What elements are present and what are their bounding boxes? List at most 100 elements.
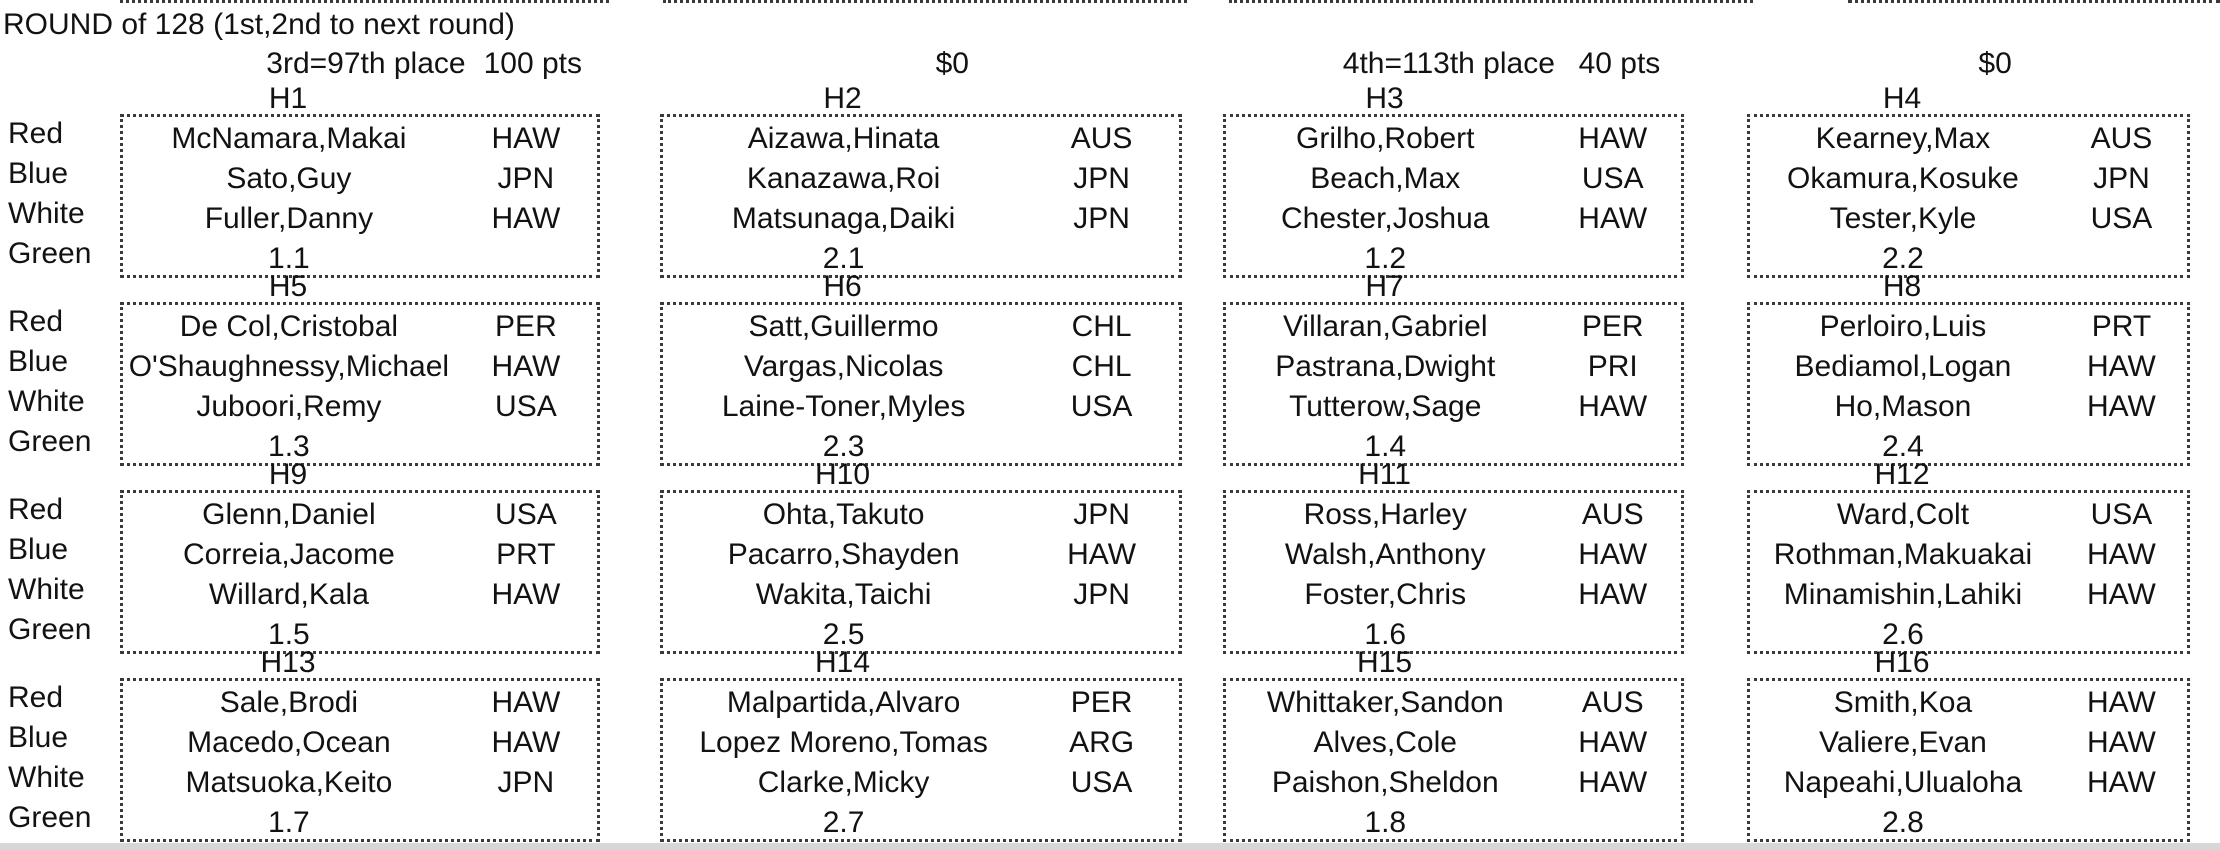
competitor-name: Lopez Moreno,Tomas bbox=[699, 726, 988, 759]
competitor-country: HAW bbox=[1578, 390, 1648, 423]
competitor-name: De Col,Cristobal bbox=[179, 310, 399, 343]
heat-number-row: 1.8 bbox=[1226, 803, 1681, 843]
heat-number: 2.2 bbox=[1882, 242, 1924, 275]
heat-number: 2.1 bbox=[822, 242, 865, 275]
heat-label: H15 bbox=[1356, 646, 1413, 679]
competitor-country: HAW bbox=[1578, 726, 1648, 759]
heat-number: 1.3 bbox=[268, 430, 310, 463]
competitor-name: Kearney,Max bbox=[1815, 122, 1991, 155]
competitor-country: AUS bbox=[1070, 122, 1133, 155]
competitor-name: Okamura,Kosuke bbox=[1787, 162, 2019, 195]
competitor-country: PRT bbox=[496, 538, 556, 571]
heat-box: De Col,Cristobal PER O'Shaughnessy,Michael… bbox=[120, 302, 600, 466]
competitor-country: HAW bbox=[2086, 350, 2156, 383]
competitor-country: HAW bbox=[2086, 726, 2156, 759]
competitor-country: HAW bbox=[2086, 766, 2156, 799]
competitor-country: PER bbox=[1581, 310, 1644, 343]
competitor-name: Valiere,Evan bbox=[1819, 726, 1987, 759]
competitor-row: Bediamol,Logan HAW bbox=[1750, 347, 2187, 387]
competitor-country: HAW bbox=[491, 726, 561, 759]
competitor-country: HAW bbox=[2086, 538, 2156, 571]
competitor-country: PER bbox=[1070, 686, 1133, 719]
jersey-label: Green bbox=[8, 613, 92, 646]
competitor-country: JPN bbox=[1073, 162, 1130, 195]
prize-points-label: 100 pts bbox=[483, 47, 582, 80]
heat-number: 1.8 bbox=[1364, 806, 1407, 839]
competitor-name: Tester,Kyle bbox=[1829, 202, 1977, 235]
prize-column: $0 bbox=[1747, 46, 2190, 82]
competitor-name: Macedo,Ocean bbox=[187, 726, 391, 759]
jersey-label: Blue bbox=[8, 345, 69, 378]
competitor-name: Foster,Chris bbox=[1304, 578, 1467, 611]
competitor-name: Smith,Koa bbox=[1833, 686, 1973, 719]
heat-label: H12 bbox=[1874, 458, 1930, 491]
heat-number-row: 2.3 bbox=[663, 427, 1179, 467]
heat-number-row: 1.7 bbox=[123, 803, 597, 843]
competitor-name: Ho,Mason bbox=[1834, 390, 1972, 423]
heat-label: H9 bbox=[268, 458, 308, 491]
competitor-country: HAW bbox=[491, 578, 561, 611]
jersey-label: White bbox=[8, 761, 85, 794]
competitor-name: Satt,Guillermo bbox=[748, 310, 939, 343]
jersey-label: Red bbox=[8, 117, 64, 150]
heat-number-row: 2.5 bbox=[663, 615, 1179, 655]
heat-number: 2.3 bbox=[822, 430, 865, 463]
competitor-name: Clarke,Micky bbox=[757, 766, 930, 799]
competitor-country: USA bbox=[495, 498, 557, 531]
heat-label: H7 bbox=[1365, 270, 1404, 303]
bottom-edge-strip bbox=[0, 843, 2220, 850]
competitor-name: O'Shaughnessy,Michael bbox=[128, 350, 450, 383]
heat-number-row: 2.7 bbox=[663, 803, 1179, 843]
heat-label: H13 bbox=[260, 646, 316, 679]
competitor-country: HAW bbox=[1578, 202, 1648, 235]
competitor-name: Vargas,Nicolas bbox=[743, 350, 944, 383]
heat-number-row: 1.1 bbox=[123, 239, 597, 279]
competitor-row: Tutterow,Sage HAW bbox=[1226, 387, 1681, 427]
competitor-country: PER bbox=[495, 310, 557, 343]
competitor-name: Walsh,Anthony bbox=[1284, 538, 1486, 571]
jersey-label: Red bbox=[8, 681, 64, 714]
competitor-name: Bediamol,Logan bbox=[1794, 350, 2012, 383]
competitor-country: USA bbox=[1070, 766, 1133, 799]
competitor-country: JPN bbox=[1073, 578, 1130, 611]
heat-number-row: 1.6 bbox=[1226, 615, 1681, 655]
prize-money-label: $0 bbox=[1978, 47, 2012, 80]
competitor-country: AUS bbox=[1581, 686, 1644, 719]
competitor-name: Kanazawa,Roi bbox=[746, 162, 941, 195]
competitor-country: JPN bbox=[2093, 162, 2150, 195]
competitor-country: ARG bbox=[1069, 726, 1135, 759]
prize-points-label: 40 pts bbox=[1578, 47, 1661, 80]
jersey-label: Blue bbox=[8, 533, 69, 566]
prize-money-label: $0 bbox=[935, 47, 969, 80]
competitor-name: Beach,Max bbox=[1310, 162, 1461, 195]
competitor-country: USA bbox=[495, 390, 557, 423]
heat-number-row: 2.1 bbox=[663, 239, 1179, 279]
competitor-country: HAW bbox=[491, 202, 561, 235]
competitor-name: Juboori,Remy bbox=[196, 390, 382, 423]
heat-number-row: 1.2 bbox=[1226, 239, 1681, 279]
competitor-name: Tutterow,Sage bbox=[1289, 390, 1482, 423]
competitor-row: Valiere,Evan HAW bbox=[1750, 723, 2187, 763]
heat-number: 1.1 bbox=[268, 242, 310, 275]
competitor-country: JPN bbox=[497, 766, 555, 799]
